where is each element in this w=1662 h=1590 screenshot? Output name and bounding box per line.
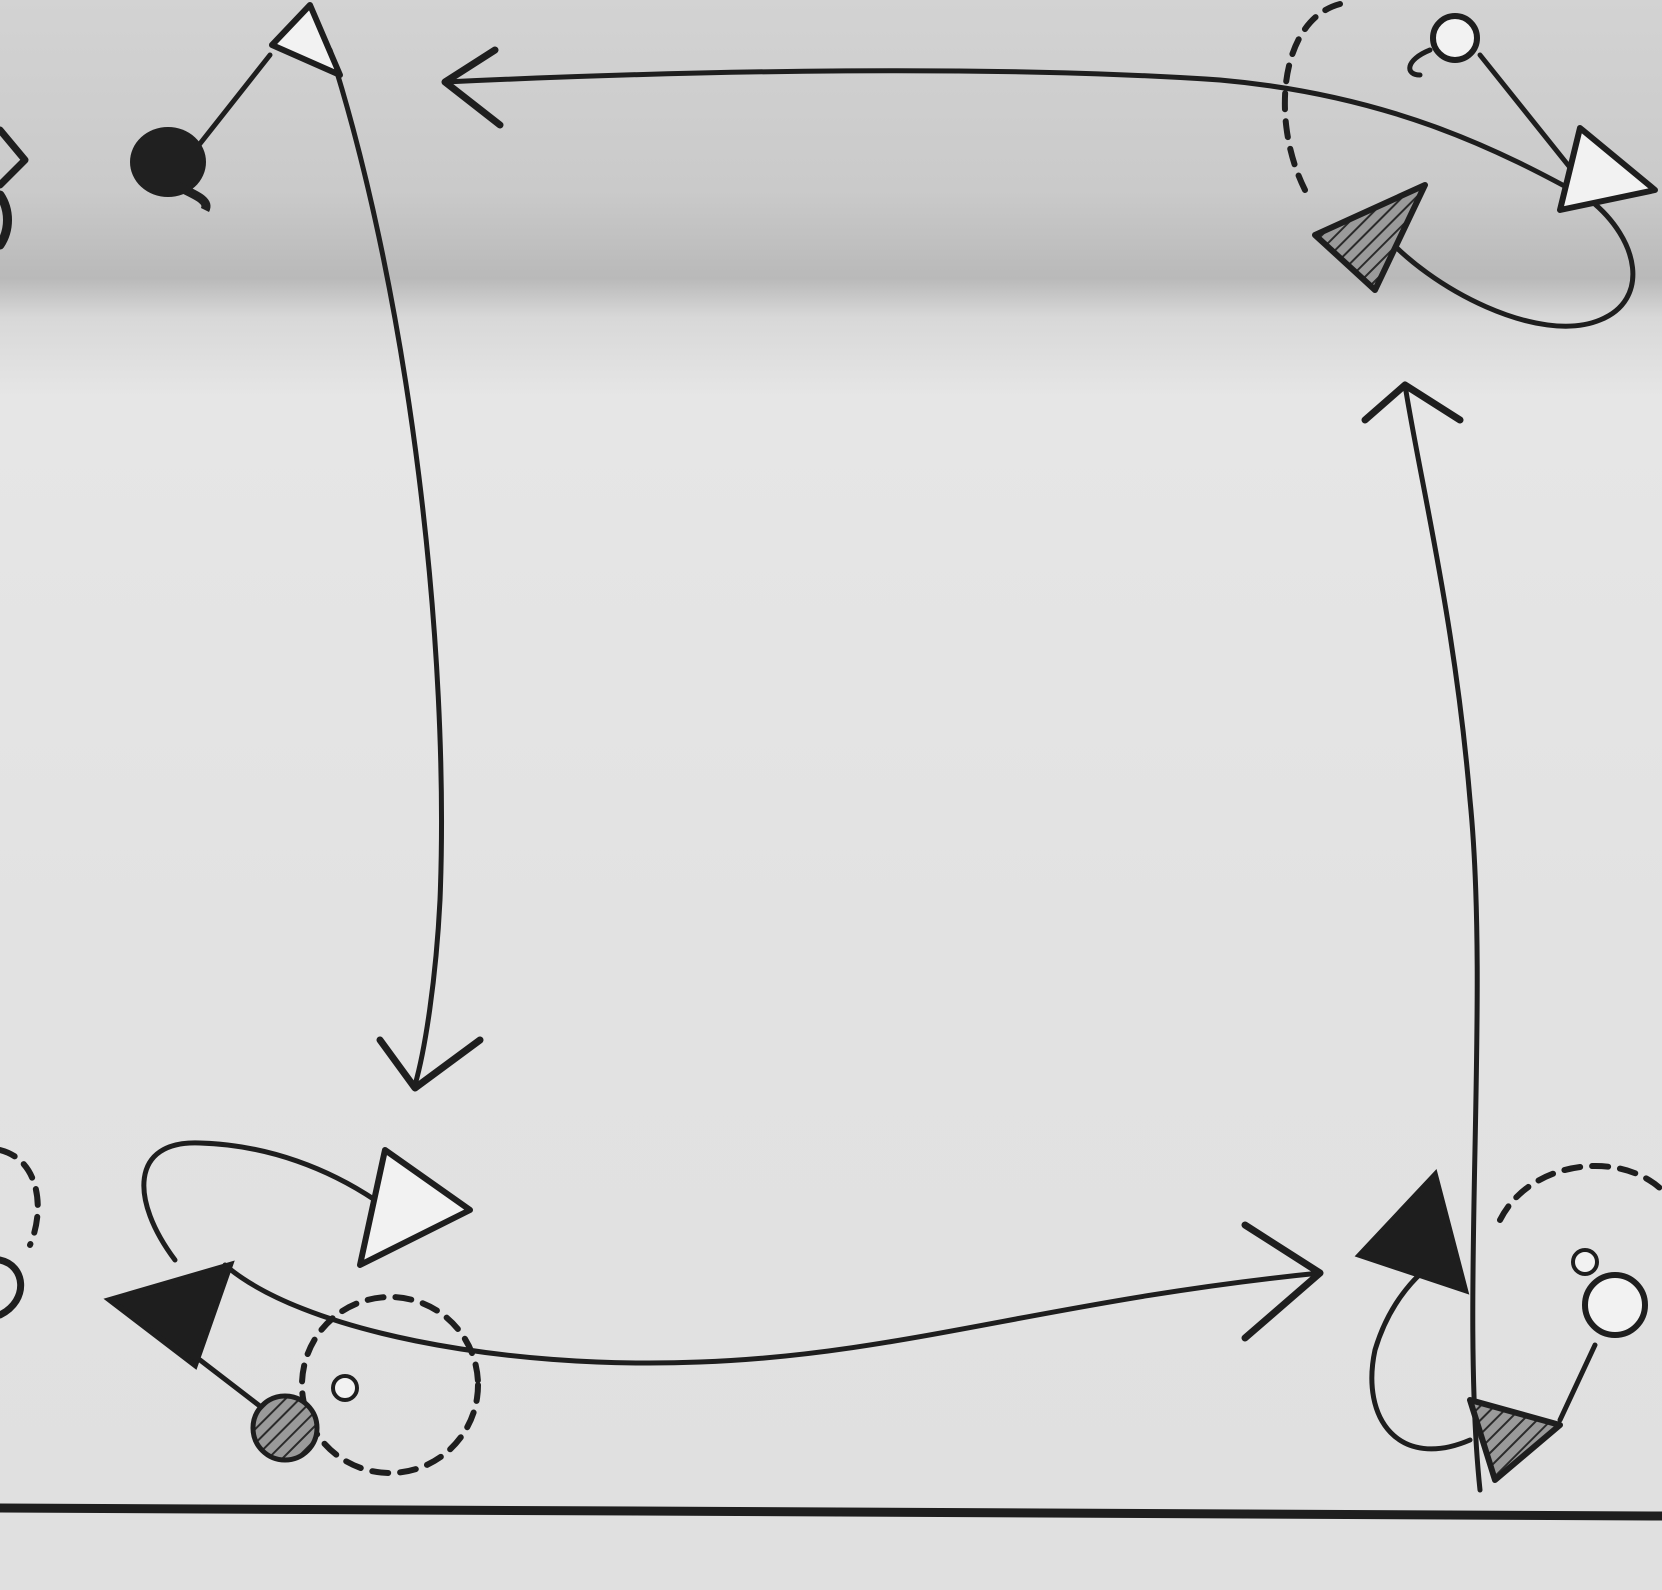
marker-top-right: [1433, 16, 1477, 60]
marker-bottom-right: [1585, 1275, 1645, 1335]
marker-top-left: [130, 127, 206, 197]
marker-bottom-left: [253, 1396, 317, 1460]
marker-bottom-left-dot: [333, 1376, 357, 1400]
marker-bottom-right-dot: [1573, 1250, 1597, 1274]
